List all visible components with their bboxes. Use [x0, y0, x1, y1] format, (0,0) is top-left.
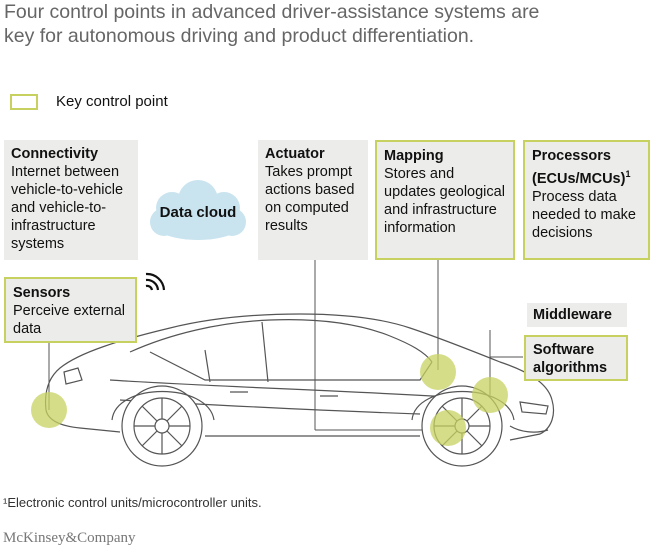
processors-body: Process data needed to make decisions	[532, 188, 636, 241]
middleware-box: Middleware	[527, 303, 627, 327]
connectivity-body: Internet between vehicle-to-vehicle and …	[11, 164, 124, 252]
legend-label: Key control point	[56, 93, 168, 110]
processors-heading-text: Processors (ECUs/MCUs)	[532, 148, 626, 187]
wireless-signal-icon	[145, 272, 166, 291]
actuator-heading: Actuator	[265, 146, 325, 162]
connectivity-heading: Connectivity	[11, 146, 99, 162]
software-algorithms-box: Software algorithms	[524, 335, 628, 381]
legend: Key control point	[10, 93, 168, 110]
page-title: Four control points in advanced driver-a…	[4, 0, 650, 48]
actuator-body: Takes prompt actions based on computed r…	[265, 164, 355, 234]
actuator-marker	[430, 410, 466, 446]
data-cloud-icon	[150, 180, 246, 240]
actuator-box: Actuator Takes prompt actions based on c…	[258, 140, 368, 260]
data-cloud-label: Data cloud	[159, 204, 237, 221]
mapping-box: Mapping Stores and updates geological an…	[375, 140, 515, 260]
mapping-heading: Mapping	[384, 148, 444, 164]
mapping-body: Stores and updates geological and infras…	[384, 166, 505, 236]
sensors-marker	[31, 392, 67, 428]
footnote: ¹Electronic control units/microcontrolle…	[3, 495, 262, 510]
mapping-marker	[420, 354, 456, 390]
company-logo: McKinsey&Company	[3, 530, 136, 546]
title-line-1: Four control points in advanced driver-a…	[4, 1, 540, 23]
footnote-marker: 1	[625, 169, 631, 179]
sensors-heading: Sensors	[13, 285, 71, 301]
software-heading: Software algorithms	[533, 342, 608, 376]
sensors-box: Sensors Perceive external data	[4, 277, 137, 343]
middleware-heading: Middleware	[533, 307, 612, 323]
data-cloud: Data cloud	[148, 188, 248, 244]
processors-box: Processors (ECUs/MCUs)1 Process data nee…	[523, 140, 650, 260]
processors-marker	[472, 377, 508, 413]
sensors-body: Perceive external data	[13, 303, 126, 337]
title-line-2: key for autonomous driving and product d…	[4, 25, 475, 47]
legend-swatch	[10, 93, 38, 110]
processors-heading: Processors (ECUs/MCUs)1	[532, 147, 641, 188]
connectivity-box: Connectivity Internet between vehicle-to…	[4, 140, 138, 260]
